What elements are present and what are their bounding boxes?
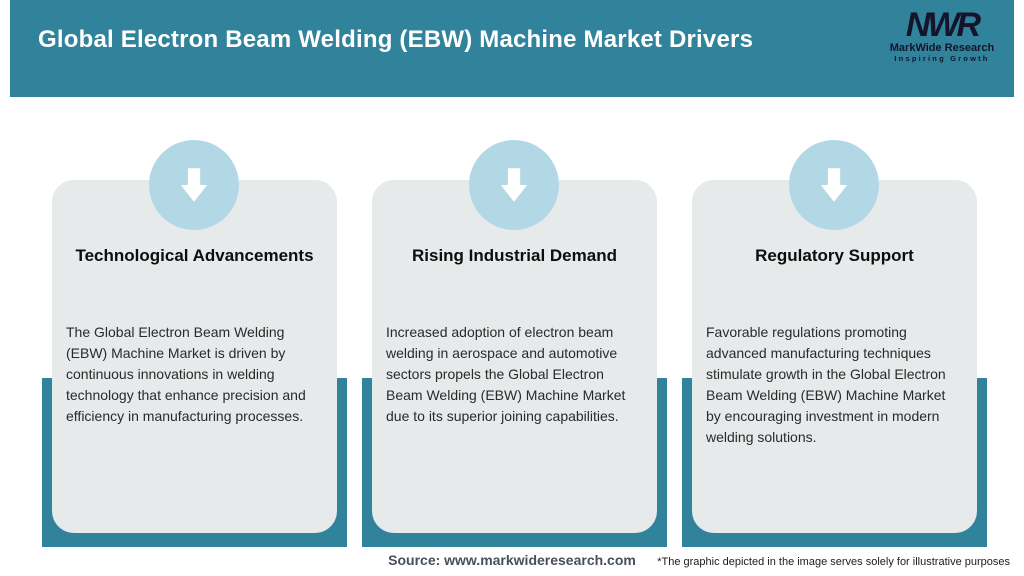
logo-name: MarkWide Research: [889, 42, 995, 54]
card-panel: Regulatory Support Favorable regulations…: [692, 180, 977, 533]
card-panel: Rising Industrial Demand Increased adopt…: [372, 180, 657, 533]
card-title: Rising Industrial Demand: [412, 246, 617, 265]
logo-mark-icon: NWR: [905, 6, 981, 44]
arrow-down-icon: [149, 140, 239, 230]
source-text: Source: www.markwideresearch.com: [388, 552, 636, 568]
card-body-text: Favorable regulations promoting advanced…: [706, 324, 946, 445]
header-bar: Global Electron Beam Welding (EBW) Machi…: [10, 0, 1014, 97]
driver-card-technological-advancements: Technological Advancements The Global El…: [42, 140, 347, 547]
driver-card-rising-industrial-demand: Rising Industrial Demand Increased adopt…: [362, 140, 667, 547]
arrow-down-icon: [469, 140, 559, 230]
arrow-down-icon: [789, 140, 879, 230]
markwide-research-logo: NWR MarkWide Research Inspiring Growth: [882, 8, 1002, 64]
card-title: Technological Advancements: [75, 246, 314, 265]
card-title: Regulatory Support: [755, 246, 914, 265]
card-body-text: Increased adoption of electron beam weld…: [386, 324, 626, 424]
card-panel: Technological Advancements The Global El…: [52, 180, 337, 533]
page-title: Global Electron Beam Welding (EBW) Machi…: [38, 26, 754, 53]
driver-card-regulatory-support: Regulatory Support Favorable regulations…: [682, 140, 987, 547]
logo-tagline: Inspiring Growth: [894, 54, 990, 63]
card-body-text: The Global Electron Beam Welding (EBW) M…: [66, 324, 306, 424]
disclaimer-text: *The graphic depicted in the image serve…: [657, 556, 1010, 568]
